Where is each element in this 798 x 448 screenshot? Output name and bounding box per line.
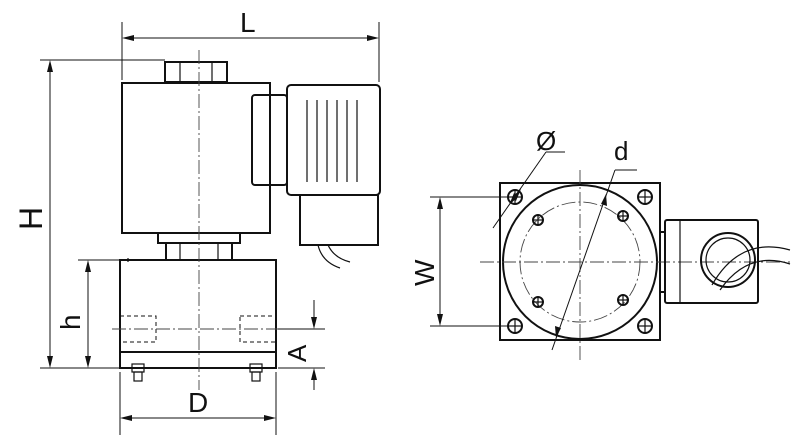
inner-holes (532, 210, 629, 308)
dimension-A: A (278, 300, 325, 390)
label-L: L (240, 7, 256, 38)
top-view: W Ø d (409, 126, 791, 360)
coil-body (121, 82, 271, 234)
dimension-W: W (409, 196, 508, 327)
label-h: h (55, 314, 86, 330)
dimension-H: H (13, 59, 165, 369)
top-nut (164, 61, 228, 83)
dimension-h: h (55, 259, 120, 368)
label-phi: Ø (536, 126, 556, 156)
dimension-phi: Ø (492, 126, 565, 229)
side-port (660, 219, 791, 304)
bottom-bolts (131, 363, 263, 382)
dimension-L: L (121, 7, 380, 82)
dimension-D: D (119, 372, 277, 435)
label-A: A (282, 344, 312, 362)
label-H: H (13, 207, 49, 230)
side-view: L H h A (13, 7, 381, 435)
valve-body (112, 258, 286, 369)
connector-housing (251, 84, 381, 269)
dimension-d: d (551, 136, 637, 351)
label-W: W (409, 259, 440, 286)
label-d: d (614, 136, 628, 166)
label-D: D (188, 387, 208, 418)
